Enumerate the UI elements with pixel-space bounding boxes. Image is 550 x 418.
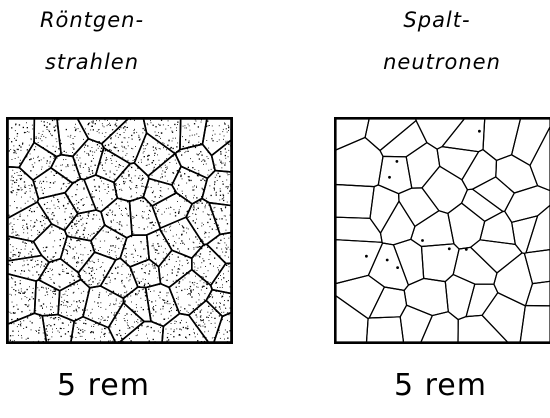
xray-cell-pattern-panel	[6, 117, 233, 344]
xray-cell-pattern	[8, 119, 231, 342]
cell	[448, 203, 485, 249]
cell	[336, 275, 384, 318]
cell	[83, 286, 124, 328]
neutron-title-line-2: neutronen	[372, 50, 512, 74]
cell	[520, 306, 550, 343]
cell	[336, 185, 374, 219]
cell	[336, 217, 382, 242]
cell	[73, 139, 104, 180]
cell	[421, 312, 458, 342]
cell	[367, 317, 404, 342]
cell	[189, 300, 223, 342]
cell	[400, 305, 432, 342]
cell	[422, 166, 467, 213]
cell	[38, 193, 78, 231]
cell	[84, 175, 117, 212]
cell	[212, 140, 231, 172]
cell	[462, 189, 503, 221]
cell	[404, 278, 448, 315]
cell	[381, 201, 415, 245]
cell	[146, 284, 180, 327]
cell	[512, 216, 538, 254]
cell	[462, 150, 497, 190]
cell	[368, 243, 408, 290]
cell	[422, 244, 460, 282]
cell	[458, 315, 508, 342]
cell	[399, 188, 439, 227]
marker-dot	[448, 247, 451, 250]
marker-dot	[388, 176, 391, 179]
cell	[530, 127, 550, 191]
neutron-title-line-1: Spalt-	[392, 8, 482, 32]
cell	[394, 239, 424, 285]
marker-dot	[396, 266, 399, 269]
cell	[336, 119, 369, 150]
cell	[102, 119, 147, 164]
cell	[78, 119, 128, 144]
cell	[336, 137, 383, 186]
cell	[365, 119, 416, 151]
cell	[442, 119, 485, 152]
cell	[58, 280, 90, 322]
cell	[192, 244, 226, 285]
cell	[57, 119, 88, 156]
cell	[480, 211, 515, 244]
cell	[336, 240, 383, 284]
cell	[494, 253, 533, 306]
cell	[406, 143, 440, 189]
cell	[473, 177, 515, 212]
cell	[8, 274, 36, 324]
marker-dot	[386, 259, 389, 262]
marker-dot	[421, 239, 424, 242]
cell	[411, 211, 454, 247]
cell	[526, 281, 550, 306]
neutron-cell-pattern-panel	[334, 117, 550, 344]
cell	[42, 315, 74, 342]
marker-dot	[365, 255, 368, 258]
neutron-dose-label: 5 rem	[394, 368, 487, 403]
cell	[336, 296, 368, 342]
neutron-cell-pattern	[336, 119, 550, 342]
cell	[369, 287, 406, 318]
xray-title-line-2: strahlen	[32, 50, 152, 74]
cell	[471, 240, 522, 273]
cell	[211, 263, 231, 293]
marker-dot	[478, 130, 481, 133]
cell	[482, 293, 525, 342]
xray-title-line-1: Röntgen-	[32, 8, 152, 32]
cell	[8, 202, 52, 242]
cell	[35, 280, 60, 316]
marker-dot	[396, 160, 399, 163]
cell	[380, 121, 427, 157]
cell	[526, 205, 550, 253]
cell	[120, 321, 164, 342]
xray-dose-label: 5 rem	[57, 368, 150, 403]
marker-dot	[465, 248, 468, 251]
